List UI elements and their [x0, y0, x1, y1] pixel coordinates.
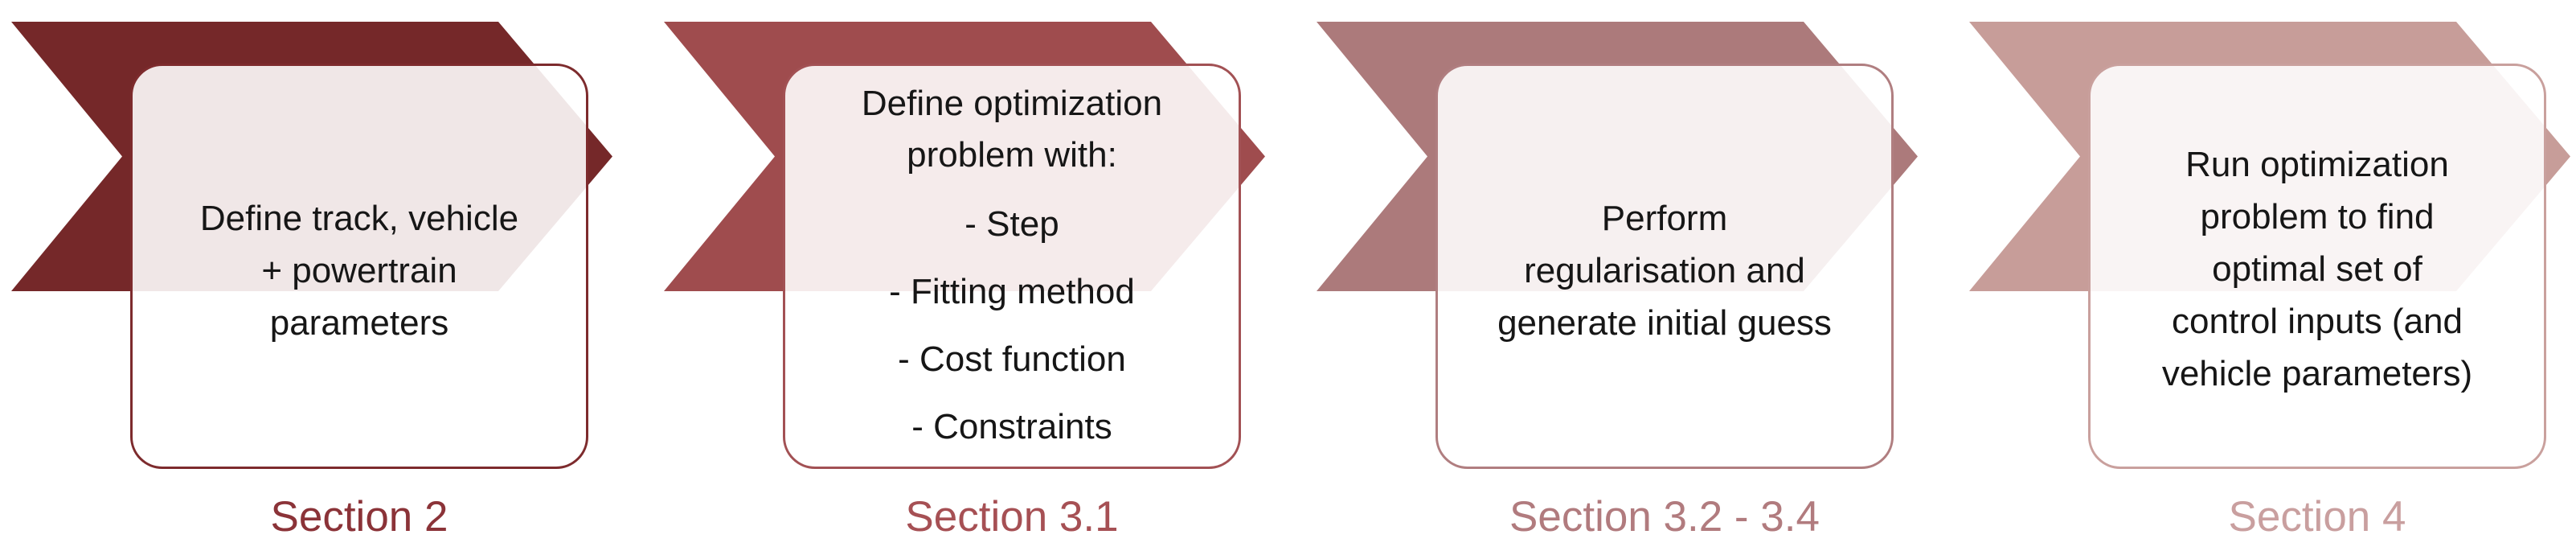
- step-text: Define track, vehicle + powertrain param…: [199, 199, 519, 343]
- step-text-bullets: - Step - Fitting method - Cost function …: [889, 204, 1135, 446]
- step-text-heading: Define optimization problem with:: [861, 84, 1163, 175]
- step-card: [1435, 64, 1894, 469]
- step-card: [130, 64, 588, 469]
- section-label: Section 3.1: [905, 493, 1119, 541]
- step-text: Run optimization problem to find optimal…: [2161, 145, 2473, 393]
- step-card: [2088, 64, 2546, 469]
- step-text: Perform regularisation and generate init…: [1497, 199, 1832, 343]
- process-step-3: Perform regularisation and generate init…: [1310, 0, 1945, 551]
- process-step-1: Define track, vehicle + powertrain param…: [5, 0, 640, 551]
- section-label: Section 2: [270, 493, 448, 541]
- process-step-2: Define optimization problem with: - Step…: [657, 0, 1292, 551]
- section-label: Section 4: [2228, 493, 2406, 541]
- process-step-4: Run optimization problem to find optimal…: [1963, 0, 2576, 551]
- section-label: Section 3.2 - 3.4: [1509, 493, 1820, 541]
- step-card: [783, 64, 1241, 469]
